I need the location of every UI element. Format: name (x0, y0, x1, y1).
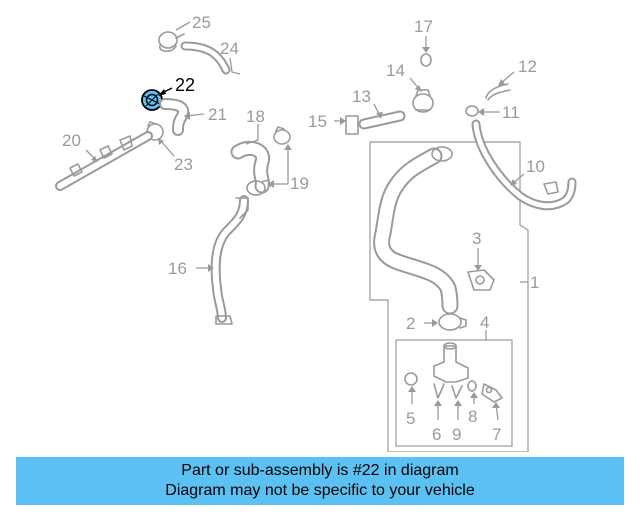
callout-4: 4 (480, 313, 489, 332)
part-8-oring (467, 380, 477, 392)
callout-3: 3 (472, 229, 481, 248)
callout-12: 12 (518, 57, 537, 76)
callout-14: 14 (386, 61, 405, 80)
callout-leaders (85, 21, 528, 421)
callout-8: 8 (468, 407, 477, 426)
part-4-tee-connector (433, 342, 469, 383)
callout-9: 9 (452, 425, 461, 444)
callout-16: 16 (168, 259, 187, 278)
callout-11: 11 (502, 103, 520, 122)
callout-1: 1 (530, 273, 539, 292)
callout-20: 20 (62, 131, 81, 150)
callout-24: 24 (220, 39, 239, 58)
callout-25: 25 (192, 13, 211, 32)
part-22-clamp-highlighted (141, 89, 163, 111)
callout-23: 23 (174, 155, 193, 174)
callout-15: 15 (308, 112, 327, 131)
part-3-bracket (467, 269, 495, 291)
part-11-oring (465, 105, 479, 117)
part-21-hose (159, 98, 190, 136)
part-25-clamp (158, 31, 185, 53)
part-5-oring (404, 372, 418, 386)
part-12-clip (485, 83, 511, 101)
callout-numbers: 25 24 22 21 20 23 18 19 16 17 14 13 15 1… (62, 13, 545, 444)
part-24-hose (180, 41, 231, 75)
callout-17: 17 (414, 17, 433, 36)
part-10-pipe (471, 119, 577, 211)
parts-diagram: 25 24 22 21 20 23 18 19 16 17 14 13 15 1… (55, 13, 577, 452)
callout-2: 2 (406, 314, 415, 333)
part-16-pipe (210, 195, 249, 325)
part-9-clip (451, 385, 463, 399)
part-7-sensor (481, 383, 503, 403)
assembly-4-box (395, 339, 513, 447)
callout-6: 6 (432, 425, 441, 444)
part-18-hose (230, 140, 271, 194)
banner-line-disclaimer: Diagram may not be specific to your vehi… (165, 482, 475, 499)
callout-18: 18 (246, 107, 265, 126)
part-6-clip (433, 383, 445, 399)
callout-21: 21 (208, 105, 227, 124)
info-banner: Part or sub-assembly is #22 in diagram D… (16, 457, 624, 505)
part-20-pipe (55, 131, 153, 191)
callout-7: 7 (492, 425, 501, 444)
part-14-cap (412, 89, 434, 113)
part-13-hose (358, 110, 406, 130)
callout-22-highlighted: 22 (175, 75, 195, 95)
callout-10: 10 (526, 157, 545, 176)
callout-13: 13 (352, 87, 371, 106)
callout-19: 19 (290, 174, 309, 193)
callout-5: 5 (406, 409, 415, 428)
part-15-flange (345, 115, 359, 135)
banner-line-part-info: Part or sub-assembly is #22 in diagram (181, 462, 459, 479)
assembly-1-outline (369, 141, 529, 452)
part-2-clamp (438, 313, 467, 331)
part-1-hose-assembly (373, 146, 459, 315)
part-17-oring (420, 53, 432, 67)
